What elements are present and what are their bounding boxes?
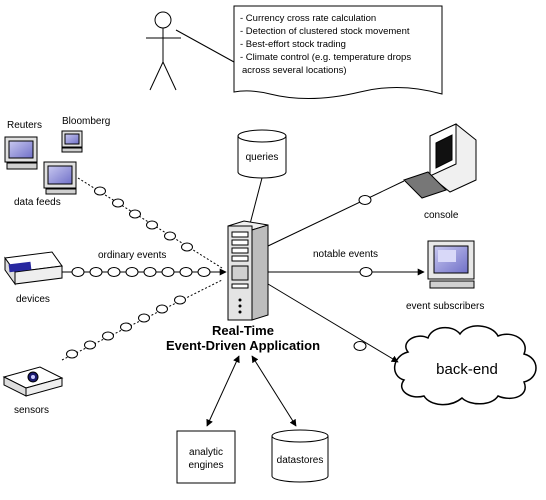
data-feed-event-stream — [77, 177, 223, 269]
requirement-item: across several locations) — [242, 65, 347, 76]
requirement-item: - Best-effort stock trading — [240, 39, 346, 50]
devices-label: devices — [16, 294, 50, 305]
bloomberg-terminal-icon — [61, 130, 83, 153]
user-to-note-link — [175, 29, 235, 63]
requirement-item: - Climate control (e.g. temperature drop… — [240, 52, 411, 63]
analytic-label-line2: engines — [188, 460, 223, 471]
ordinary-event-stream — [62, 267, 227, 277]
app-datastores-link — [251, 355, 297, 427]
app-to-console-link — [267, 180, 405, 247]
queries-label: queries — [246, 152, 279, 163]
notable-event-marker — [359, 267, 373, 277]
datastores-database-icon: datastores — [271, 429, 329, 483]
sensor-box-icon — [2, 366, 64, 397]
event-subscribers-monitor-icon — [427, 240, 475, 289]
console-event-marker — [358, 195, 372, 205]
analytic-engines-box: analytic engines — [176, 430, 236, 484]
device-box-icon — [4, 251, 63, 286]
app-to-back-end-link — [267, 283, 399, 363]
app-title-line2: Event-Driven Application — [166, 338, 320, 353]
ordinary-events-label: ordinary events — [98, 250, 166, 261]
datastores-label: datastores — [277, 455, 324, 466]
app-title-line1: Real-Time — [212, 323, 274, 338]
notable-events-label: notable events — [313, 249, 378, 260]
back-end-event-marker — [353, 341, 367, 351]
back-end-label: back-end — [436, 361, 498, 378]
queries-database-icon: queries — [237, 129, 287, 179]
queries-to-app-link — [249, 177, 263, 225]
reuters-label: Reuters — [7, 120, 42, 131]
requirement-item: - Currency cross rate calculation — [240, 13, 376, 24]
data-feeds-label: data feeds — [14, 197, 61, 208]
console-label: console — [424, 210, 459, 221]
requirement-item: - Detection of clustered stock movement — [240, 26, 410, 37]
reuters-terminal-icon — [4, 136, 38, 170]
console-monitor-icon — [403, 123, 477, 199]
requirements-note: - Currency cross rate calculation - Dete… — [233, 5, 443, 99]
user-stick-figure-icon — [146, 11, 181, 91]
data-feeds-terminal-icon — [43, 161, 77, 195]
app-analytic-link — [206, 355, 240, 427]
back-end-cloud-icon: back-end — [394, 325, 537, 406]
bloomberg-label: Bloomberg — [62, 116, 110, 127]
sensors-label: sensors — [14, 405, 49, 416]
event-subscribers-label: event subscribers — [406, 301, 484, 312]
analytic-label-line1: analytic — [189, 447, 223, 458]
sensor-event-stream — [61, 279, 223, 361]
event-driven-server-icon — [227, 220, 269, 321]
